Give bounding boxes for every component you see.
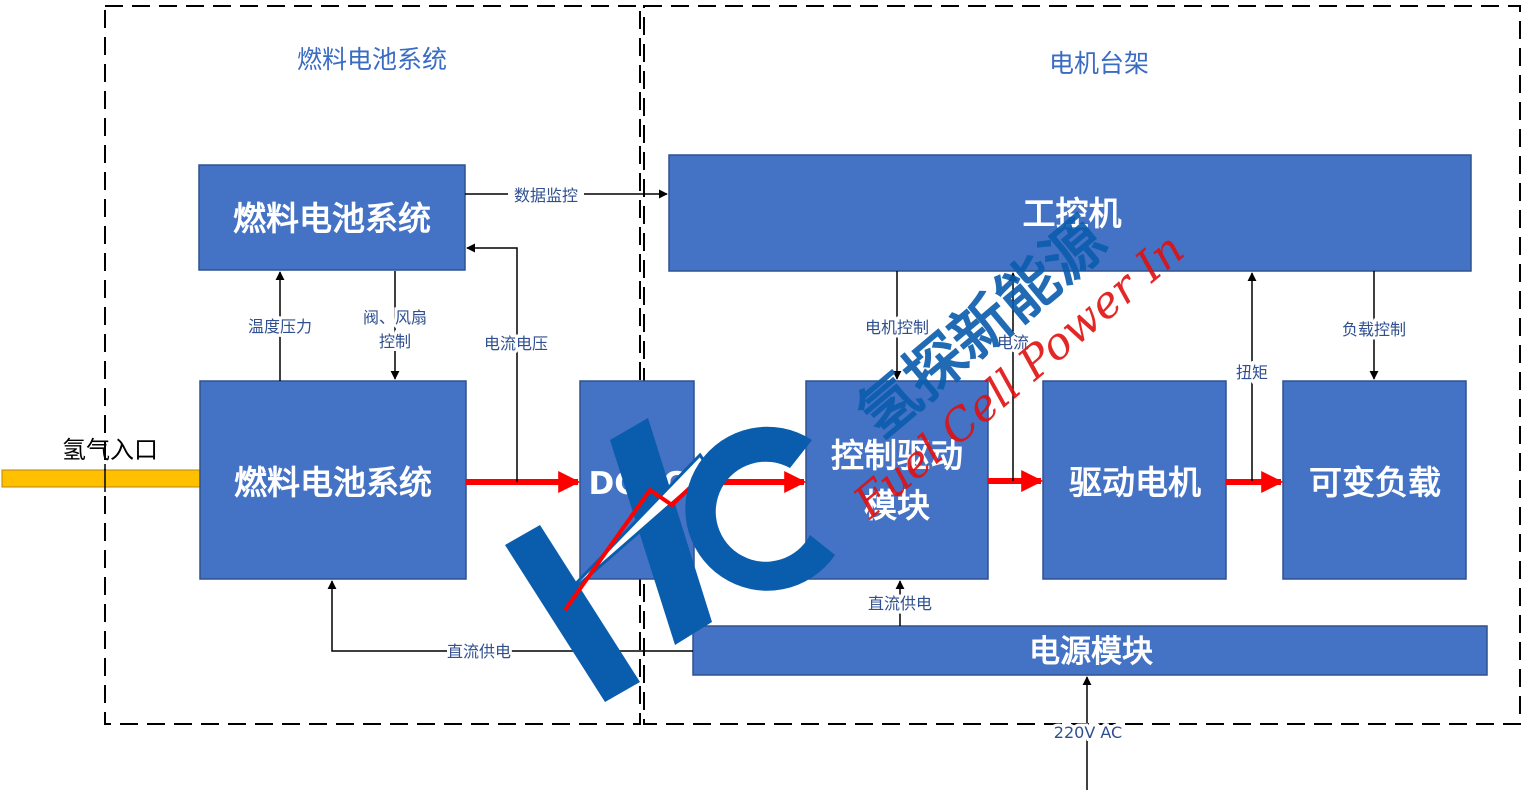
fuel-cell-controller-box[interactable]	[198, 164, 466, 271]
drive-motor-label: 驱动电机	[1069, 463, 1201, 502]
variable-load-label: 可变负载	[1309, 463, 1441, 502]
data-monitor-label: 数据监控	[514, 186, 578, 205]
industrial-pc-label: 工控机	[1023, 194, 1122, 233]
dc-supply-fc-arrow	[327, 580, 693, 652]
logo-lightning	[563, 476, 702, 612]
power-module-box[interactable]	[692, 625, 1488, 676]
hydrogen-pipe	[1, 469, 201, 488]
fuel-cell-stack-label: 燃料电池系统	[234, 463, 432, 502]
current-label: 电流	[997, 333, 1029, 352]
dc-supply-fc-label: 直流供电	[447, 642, 511, 661]
motor-control-label: 电机控制	[865, 318, 929, 337]
current-voltage-arrow	[466, 243, 518, 482]
group-motor-bench-title: 电机台架	[1049, 49, 1149, 78]
hydrogen-inlet-label: 氢气入口	[62, 436, 158, 464]
valve-fan-label-line2: 控制	[379, 332, 411, 351]
torque-label: 扭矩	[1236, 363, 1268, 382]
drive-control-module-box[interactable]	[805, 380, 989, 580]
temp-pressure-label: 温度压力	[248, 317, 312, 336]
label-bg	[508, 184, 584, 206]
logo-h-right-bar	[610, 418, 712, 645]
group-motor-bench-border	[643, 5, 1521, 725]
ac-input-label: 220V AC	[1054, 723, 1122, 742]
industrial-pc-box[interactable]	[668, 154, 1472, 272]
logo-h-left-bar	[505, 525, 640, 702]
variable-load-box[interactable]	[1282, 380, 1467, 580]
valve-fan-label-line1: 阀、风扇	[363, 308, 427, 327]
fuel-cell-stack-box[interactable]	[199, 380, 467, 580]
dc-supply-drive-label: 直流供电	[868, 594, 932, 613]
current-voltage-label: 电流电压	[484, 334, 548, 353]
fuel-cell-controller-label: 燃料电池系统	[233, 199, 431, 238]
logo-c-ring	[685, 426, 835, 591]
drive-control-module-label-line2: 模块	[864, 486, 930, 525]
load-control-label: 负载控制	[1342, 320, 1406, 339]
drive-control-module-label-line1: 控制驱动	[831, 436, 963, 475]
power-module-label: 电源模块	[1029, 634, 1153, 670]
group-fuel-cell-title: 燃料电池系统	[297, 45, 447, 74]
group-fuel-cell-border	[104, 5, 641, 725]
